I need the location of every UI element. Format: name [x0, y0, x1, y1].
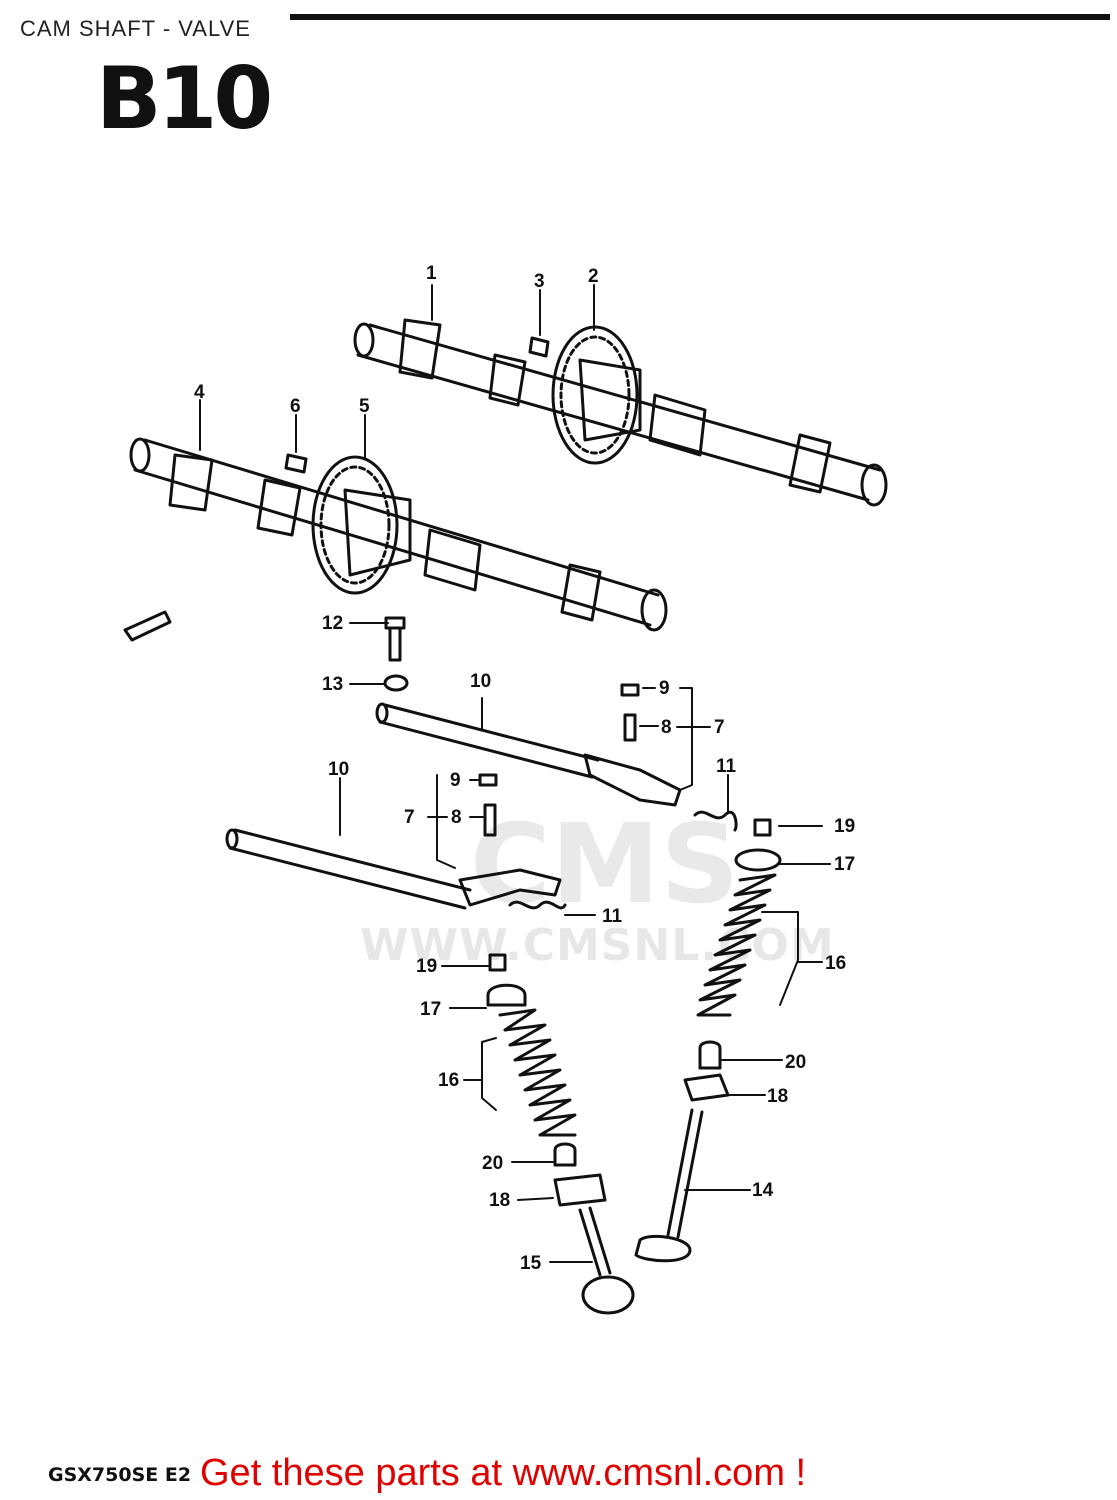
callout-2: 2 — [588, 266, 599, 287]
callout-8-lower: 8 — [451, 807, 462, 828]
callout-10-lower: 10 — [328, 759, 349, 780]
shaft-washer — [383, 674, 409, 692]
spring-retainer-right — [734, 848, 782, 872]
callout-9-upper: 9 — [659, 678, 670, 699]
adjuster-screw-upper — [623, 713, 637, 742]
callout-19-right: 19 — [834, 816, 855, 837]
callout-10-upper: 10 — [470, 671, 491, 692]
valve-cotter-left — [488, 953, 507, 972]
sprocket-upper — [551, 325, 642, 465]
rocker-arm-lower — [458, 868, 562, 907]
header-rule — [290, 14, 1110, 20]
callout-16-right: 16 — [825, 953, 846, 974]
callout-18-right: 18 — [767, 1086, 788, 1107]
rocker-spring-lower — [508, 900, 567, 910]
valve-spring-right — [696, 873, 777, 1017]
callout-6: 6 — [290, 396, 301, 417]
callout-13: 13 — [322, 674, 343, 695]
callout-11-upper: 11 — [716, 756, 737, 777]
watermark-logo: CMS — [470, 800, 740, 928]
sprocket-bolt-upper — [528, 336, 550, 358]
valve-exhaust — [634, 1108, 704, 1263]
rocker-spring-upper — [693, 810, 738, 832]
camshaft-upper — [353, 318, 888, 507]
valve-cotter-right — [753, 818, 772, 837]
shaft-bolt — [384, 616, 406, 662]
valve-spring-left — [498, 1008, 577, 1137]
callout-20-right: 20 — [785, 1052, 806, 1073]
rocker-shaft-lower — [225, 828, 472, 910]
callout-17-right: 17 — [834, 854, 855, 875]
callout-9-lower: 9 — [450, 770, 461, 791]
callout-5: 5 — [359, 396, 370, 417]
valve-seal-right — [698, 1040, 722, 1070]
callout-19-left: 19 — [416, 956, 437, 977]
rocker-arm-upper — [583, 753, 682, 807]
callout-4: 4 — [194, 382, 205, 403]
watermark-url: WWW.CMSNL.COM — [360, 920, 835, 971]
camshaft-lower — [129, 437, 668, 632]
callout-14: 14 — [752, 1180, 774, 1201]
parts-link[interactable]: Get these parts at www.cmsnl.com ! — [200, 1452, 807, 1494]
callout-15: 15 — [520, 1253, 542, 1274]
adjuster-nut-lower — [478, 773, 498, 787]
callout-1: 1 — [426, 263, 437, 284]
rocker-shaft-upper — [375, 702, 600, 779]
callout-20-left: 20 — [482, 1153, 503, 1174]
callout-3: 3 — [534, 271, 545, 292]
front-arrow-icon — [123, 610, 172, 642]
callout-17-left: 17 — [420, 999, 441, 1020]
callout-18-left: 18 — [489, 1190, 510, 1211]
diagram-code: B10 — [96, 49, 273, 149]
callout-8-upper: 8 — [661, 717, 672, 738]
spring-seat-left — [553, 1173, 607, 1207]
spring-retainer-left — [486, 983, 527, 1007]
callout-12: 12 — [322, 613, 343, 634]
valve-intake — [578, 1206, 635, 1315]
sprocket-bolt-lower — [284, 453, 308, 474]
page-title: CAM SHAFT - VALVE — [20, 16, 251, 41]
adjuster-screw-lower — [483, 803, 497, 837]
callout-16-left: 16 — [438, 1070, 459, 1091]
valve-seal-left — [553, 1142, 577, 1167]
callout-11-lower: 11 — [602, 906, 623, 927]
sprocket-lower — [311, 455, 412, 595]
callout-7-upper: 7 — [714, 717, 725, 738]
spring-seat-right — [683, 1073, 730, 1102]
model-code: GSX750SE E2 — [48, 1464, 192, 1486]
adjuster-nut-upper — [620, 683, 640, 697]
callout-7-lower: 7 — [404, 807, 415, 828]
